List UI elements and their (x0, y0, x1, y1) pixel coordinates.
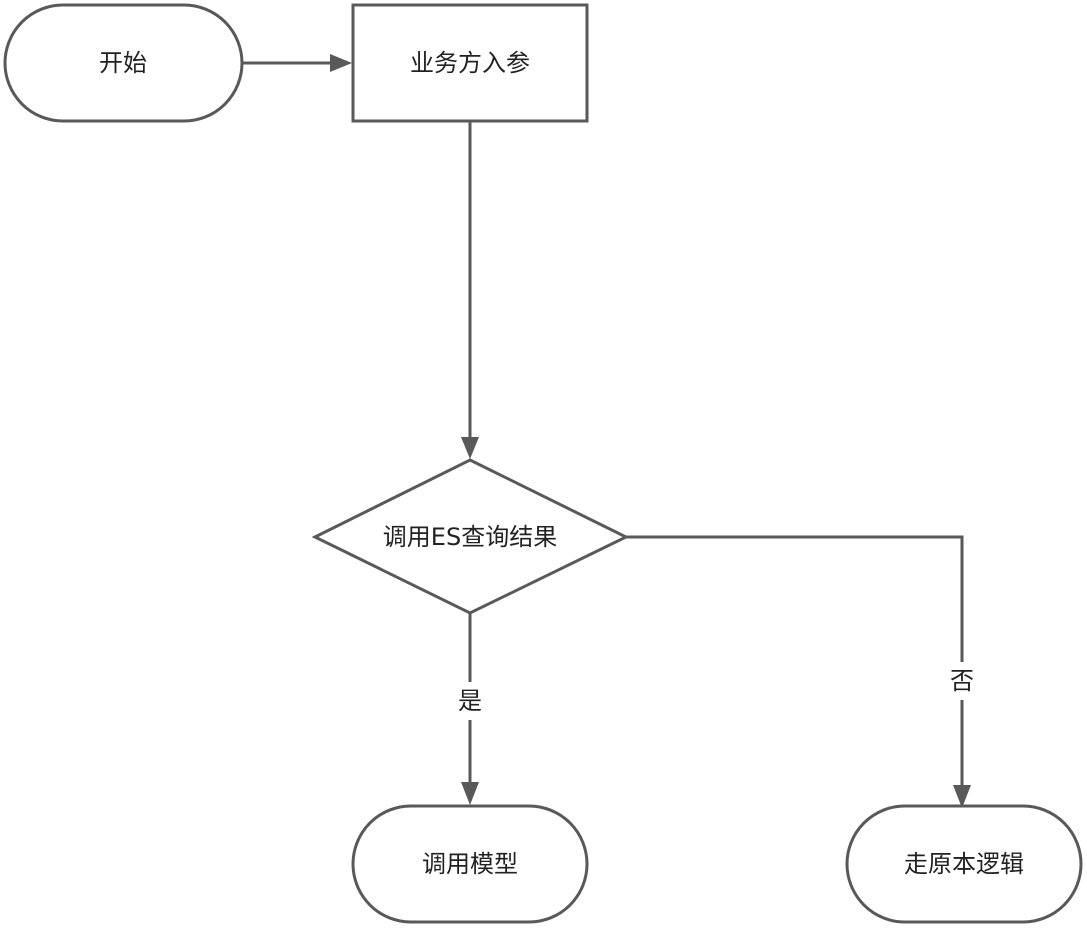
edge-input-to-decision (461, 121, 479, 459)
node-call-model-label: 调用模型 (422, 850, 518, 878)
node-decision-label: 调用ES查询结果 (383, 523, 557, 551)
node-start: 开始 (3, 3, 244, 123)
arrowhead-icon (953, 785, 971, 808)
arrowhead-icon (330, 54, 352, 72)
edge-label-yes: 是 (458, 687, 482, 715)
edge-label-no: 否 (950, 667, 974, 695)
arrowhead-icon (461, 437, 479, 459)
edge-decision-yes: 是 (452, 613, 488, 805)
node-original-logic: 走原本逻辑 (845, 804, 1083, 924)
node-decision: 调用ES查询结果 (311, 458, 630, 615)
node-start-label: 开始 (99, 49, 147, 77)
arrowhead-icon (461, 782, 479, 805)
node-input-label: 业务方入参 (410, 49, 530, 77)
node-original-logic-label: 走原本逻辑 (904, 850, 1024, 878)
edge-decision-no: 否 (626, 535, 980, 808)
node-call-model: 调用模型 (351, 804, 589, 924)
edge-start-to-input (242, 54, 352, 72)
node-input: 业务方入参 (351, 3, 589, 123)
